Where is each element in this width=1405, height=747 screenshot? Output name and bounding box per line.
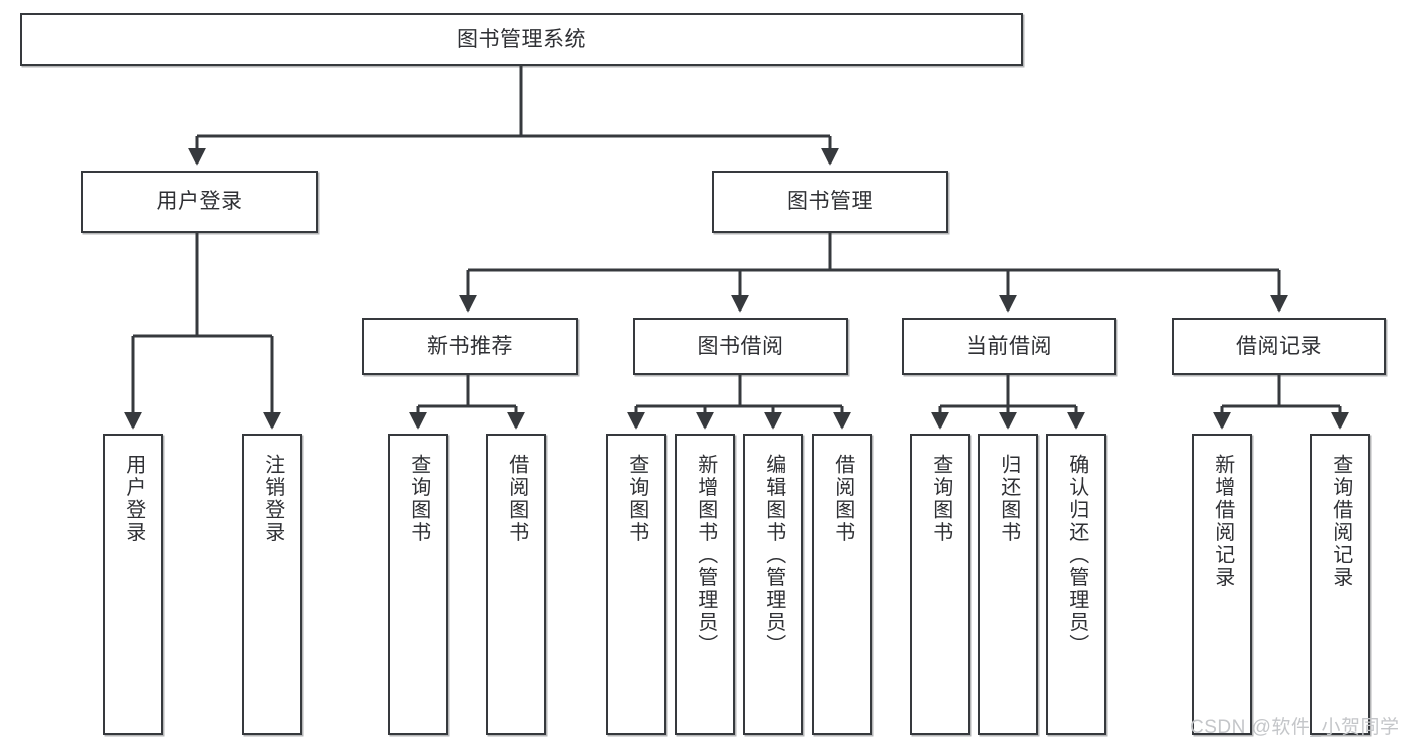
node-new-book-recommend-label: 新书推荐 (427, 334, 513, 358)
node-borrow-record-label: 借阅记录 (1236, 334, 1322, 358)
node-book-manage-label: 图书管理 (787, 190, 873, 214)
leaf-user-login-2-label: 注销登录 (261, 454, 284, 544)
node-book-borrow[interactable]: 图书借阅 (633, 318, 848, 375)
leaf-borrow-record-1[interactable]: 新增借阅记录 (1192, 434, 1252, 735)
leaf-current-borrow-3-label: 确认归还（管理员） (1065, 454, 1088, 657)
leaf-current-borrow-2[interactable]: 归还图书 (978, 434, 1038, 735)
node-user-login[interactable]: 用户登录 (81, 171, 318, 233)
leaf-new-book-2-label: 借阅图书 (505, 454, 528, 544)
leaf-borrow-record-2[interactable]: 查询借阅记录 (1310, 434, 1370, 735)
node-root-label: 图书管理系统 (457, 27, 586, 51)
leaf-user-login-1-label: 用户登录 (122, 454, 145, 544)
node-book-borrow-label: 图书借阅 (697, 334, 784, 358)
leaf-current-borrow-2-label: 归还图书 (997, 454, 1020, 544)
leaf-user-login-2[interactable]: 注销登录 (242, 434, 302, 735)
leaf-book-borrow-4[interactable]: 借阅图书 (812, 434, 872, 735)
leaf-book-borrow-2-label: 新增图书（管理员） (694, 454, 717, 657)
leaf-book-borrow-3[interactable]: 编辑图书（管理员） (743, 434, 803, 735)
leaf-borrow-record-2-label: 查询借阅记录 (1329, 454, 1352, 589)
leaf-new-book-1[interactable]: 查询图书 (388, 434, 448, 735)
leaf-book-borrow-3-label: 编辑图书（管理员） (762, 454, 785, 657)
leaf-book-borrow-4-label: 借阅图书 (831, 454, 854, 544)
node-user-login-label: 用户登录 (156, 190, 243, 214)
node-new-book-recommend[interactable]: 新书推荐 (362, 318, 578, 375)
node-current-borrow-label: 当前借阅 (966, 334, 1052, 358)
leaf-new-book-1-label: 查询图书 (407, 454, 430, 544)
node-current-borrow[interactable]: 当前借阅 (902, 318, 1116, 375)
leaf-book-borrow-1[interactable]: 查询图书 (606, 434, 666, 735)
leaf-book-borrow-2[interactable]: 新增图书（管理员） (675, 434, 735, 735)
node-book-manage[interactable]: 图书管理 (712, 171, 948, 233)
leaf-new-book-2[interactable]: 借阅图书 (486, 434, 546, 735)
leaf-current-borrow-1-label: 查询图书 (929, 454, 952, 544)
leaf-book-borrow-1-label: 查询图书 (625, 454, 648, 544)
leaf-borrow-record-1-label: 新增借阅记录 (1211, 454, 1234, 589)
node-borrow-record[interactable]: 借阅记录 (1172, 318, 1386, 375)
leaf-current-borrow-1[interactable]: 查询图书 (910, 434, 970, 735)
node-root[interactable]: 图书管理系统 (20, 13, 1023, 66)
leaf-user-login-1[interactable]: 用户登录 (103, 434, 163, 735)
leaf-current-borrow-3[interactable]: 确认归还（管理员） (1046, 434, 1106, 735)
